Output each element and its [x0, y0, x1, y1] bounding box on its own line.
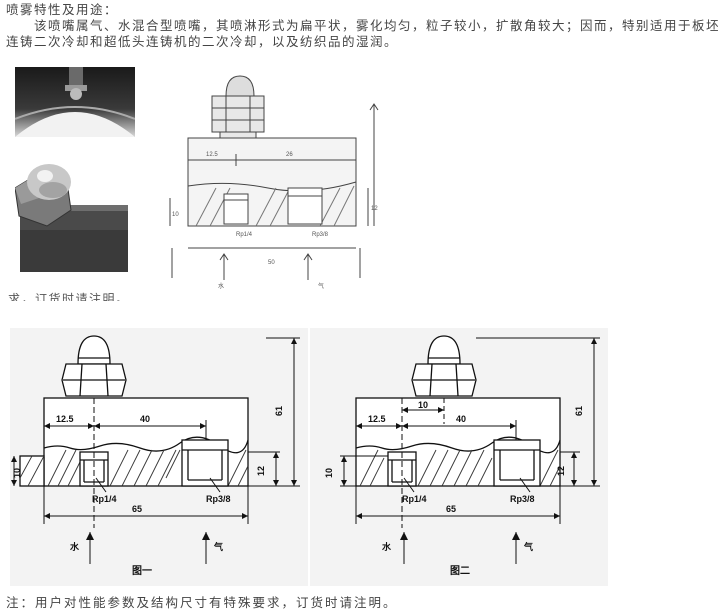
- top-dim-side-left: 10: [172, 212, 179, 218]
- fig2-label-air: 气: [523, 541, 533, 552]
- fig1-label-water: 水: [70, 541, 80, 552]
- fig1-dim-61: 61: [274, 406, 284, 416]
- top-dim-mid: 26: [286, 152, 293, 158]
- fig1-label-air: 气: [213, 541, 223, 552]
- figure-2-panel: 10 12.5 40 61 10 12 Rp1/4 Rp3/8 65 水 气 图…: [310, 328, 608, 586]
- top-dim-left: 12.5: [206, 152, 218, 158]
- fig2-dim-61: 61: [574, 406, 584, 416]
- fig1-thread-small: Rp1/4: [92, 494, 117, 504]
- fig2-dim-65: 65: [446, 504, 456, 514]
- fig2-dim-12-5: 12.5: [368, 414, 386, 424]
- fig2-caption: 图二: [450, 565, 470, 577]
- fig2-label-water: 水: [382, 541, 392, 552]
- cut-caption-text: 求，订货时请注明。: [8, 292, 130, 301]
- intro-heading: 喷雾特性及用途：: [6, 2, 119, 17]
- fig2-thread-large: Rp3/8: [510, 494, 535, 504]
- fig1-dim-40: 40: [140, 414, 150, 424]
- nozzle-body-photo: [15, 160, 128, 272]
- footnote: 注：用户对性能参数及结构尺寸有特殊要求，订货时请注明。: [6, 595, 398, 610]
- fig1-thread-large: Rp3/8: [206, 494, 231, 504]
- intro-text: 喷雾特性及用途： 该喷嘴属气、水混合型喷嘴，其喷淋形式为扁平状，雾化均匀，粒子较…: [6, 2, 724, 50]
- figure-1-drawing: 12.5 40 61 10 12 Rp1/4 Rp3/8 65 水 气 图一: [11, 335, 300, 577]
- figure-2-drawing: 10 12.5 40 61 10 12 Rp1/4 Rp3/8 65 水 气 图…: [324, 335, 600, 577]
- top-label-air: 气: [318, 282, 324, 290]
- fig2-dim-40: 40: [456, 414, 466, 424]
- fig2-dim-12: 12: [556, 466, 566, 476]
- figure-1-panel: 12.5 40 61 10 12 Rp1/4 Rp3/8 65 水 气 图一: [10, 328, 308, 586]
- fig2-dim-10: 10: [324, 468, 334, 478]
- top-dim-side-right: 12: [371, 206, 378, 212]
- fig1-caption: 图一: [132, 565, 152, 577]
- fig1-dim-12: 12: [256, 466, 266, 476]
- fig1-dim-10: 10: [12, 468, 22, 478]
- nozzle-drawing-small: 12.5 26 10 12 Rp1/4 Rp3/8 50 水 气: [169, 75, 379, 290]
- intro-body: 该喷嘴属气、水混合型喷嘴，其喷淋形式为扁平状，雾化均匀，粒子较小，扩散角较大；因…: [6, 18, 721, 49]
- top-dim-total: 50: [268, 260, 275, 266]
- fig2-thread-small: Rp1/4: [402, 494, 427, 504]
- fig2-dim-10-top: 10: [418, 400, 428, 410]
- fig1-dim-12-5: 12.5: [56, 414, 74, 424]
- top-label-water: 水: [218, 282, 224, 290]
- nozzle-tip-photo: [15, 67, 135, 137]
- top-thread-large: Rp3/8: [312, 232, 329, 238]
- fig1-dim-65: 65: [132, 504, 142, 514]
- top-thread-small: Rp1/4: [236, 232, 253, 238]
